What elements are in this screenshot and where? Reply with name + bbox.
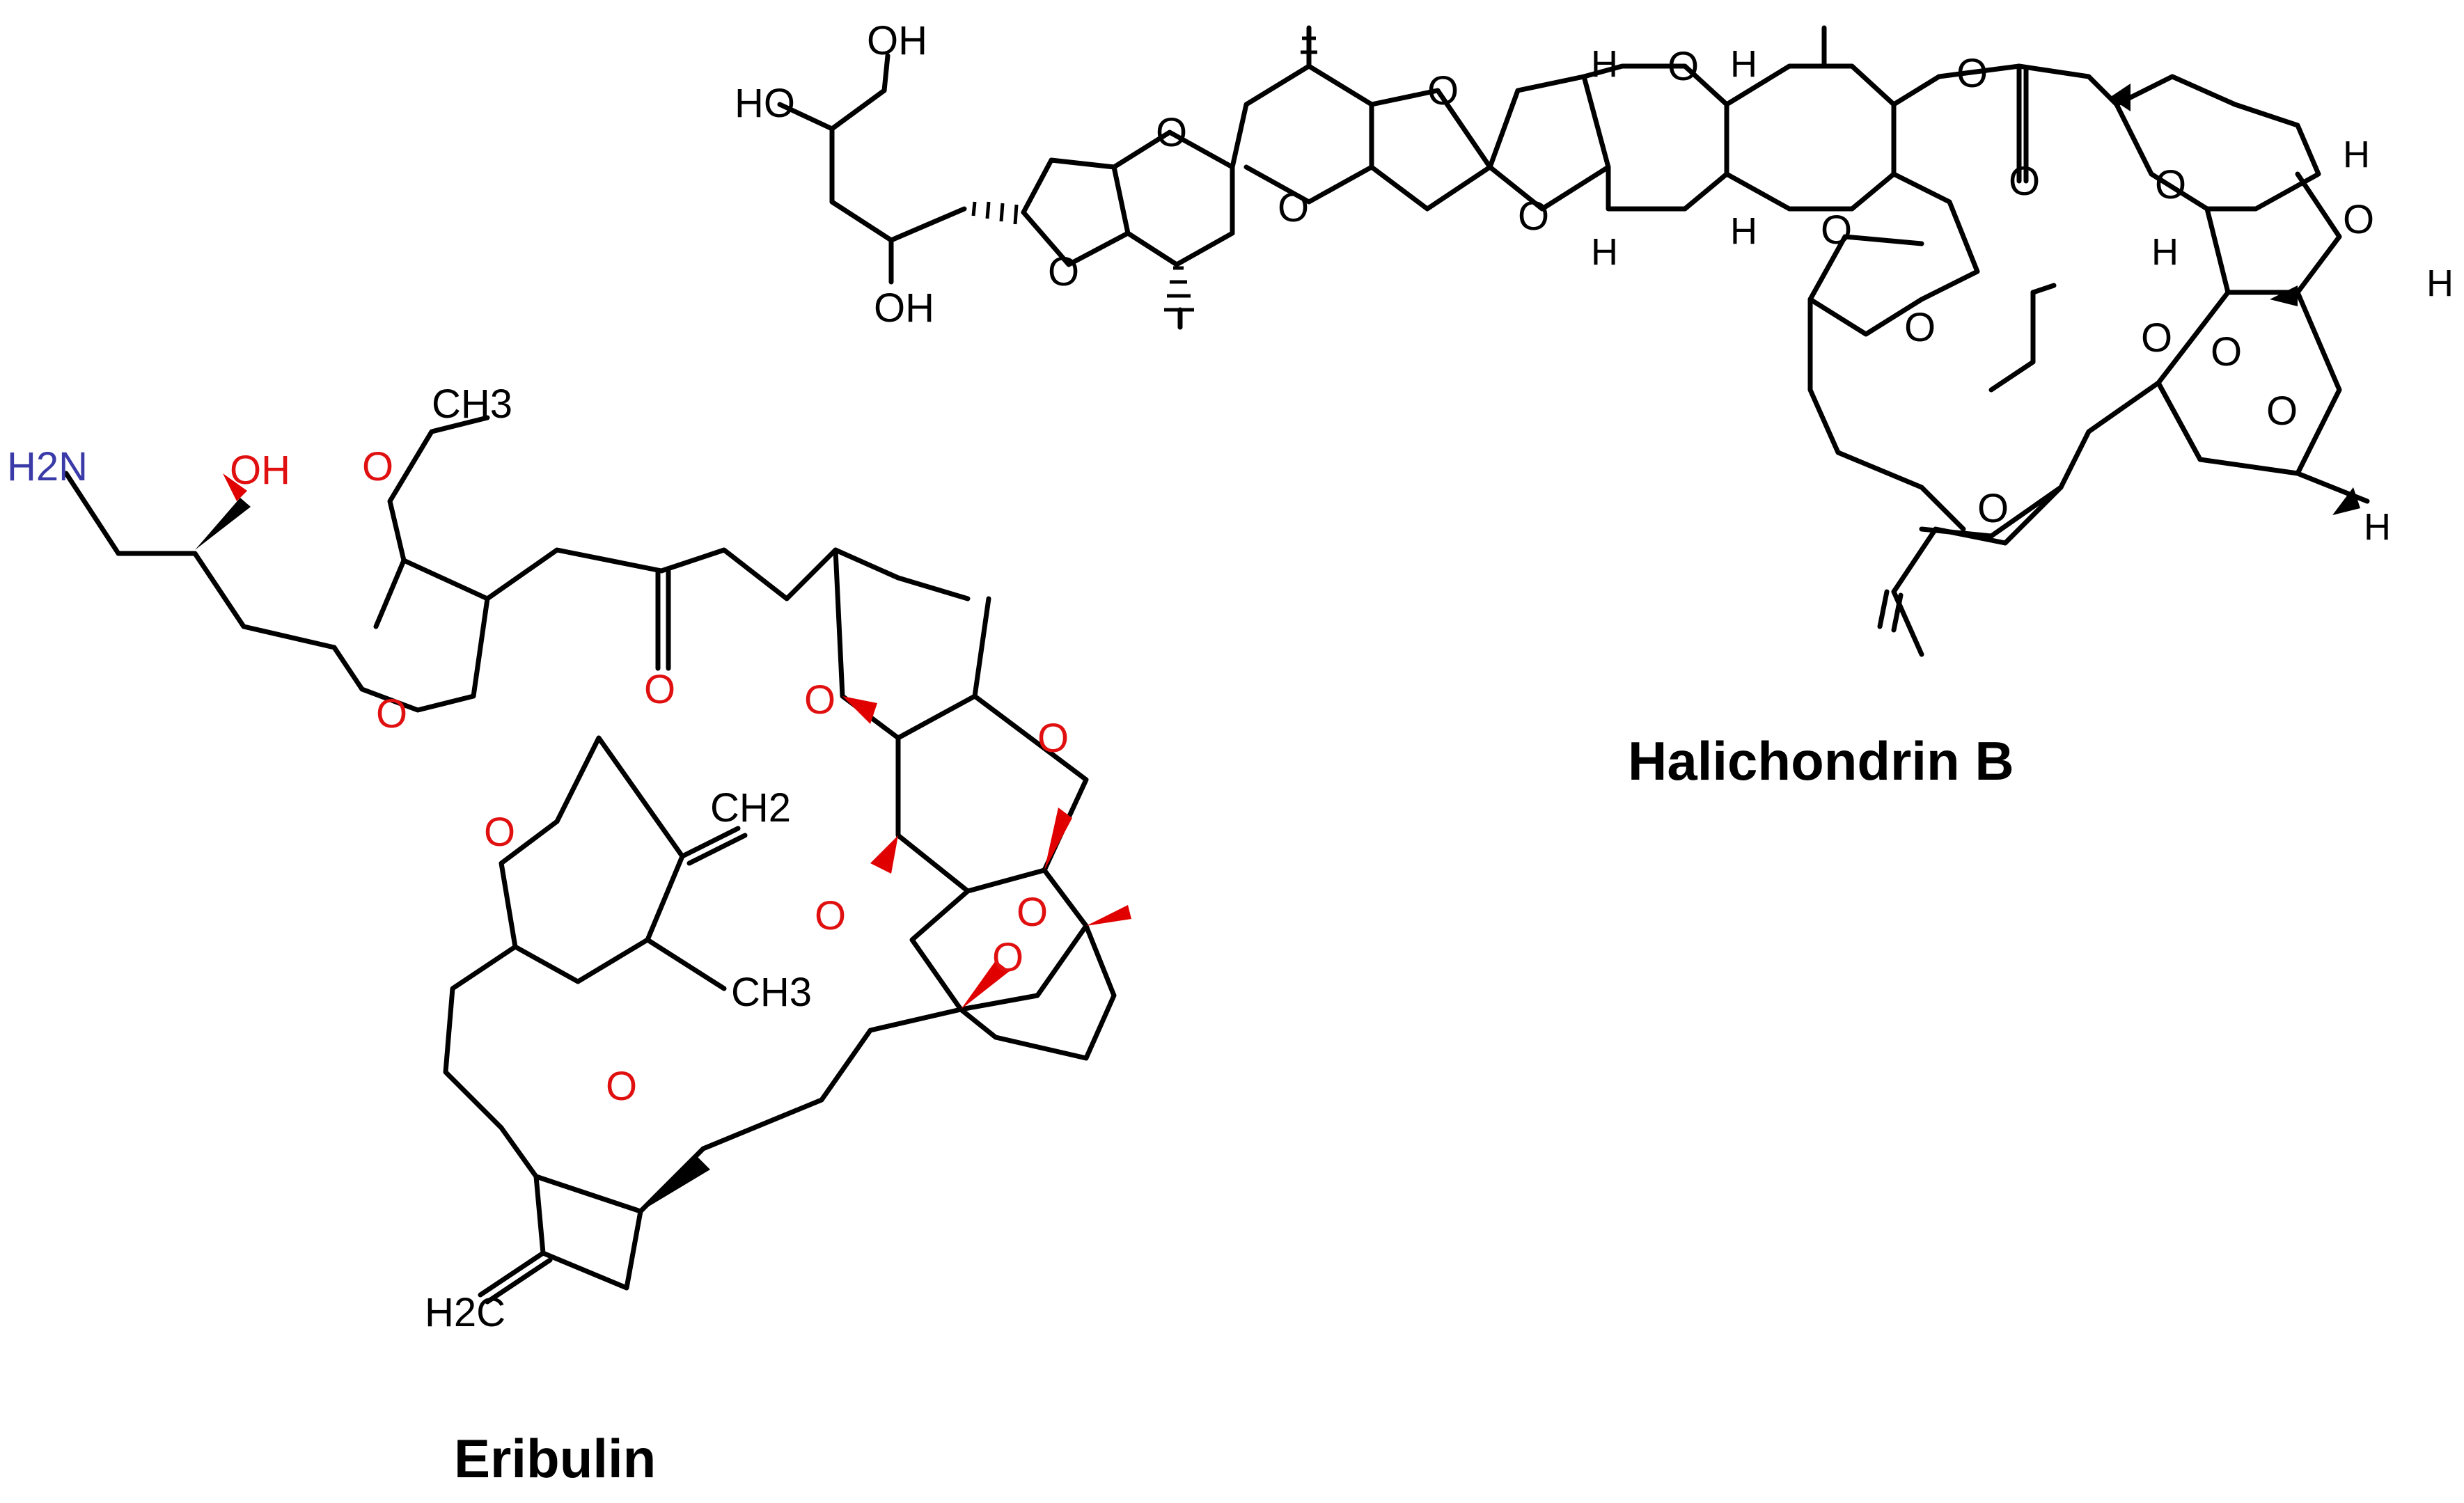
atom-label: H — [2364, 506, 2391, 548]
atom-label: O — [2266, 388, 2298, 434]
atom-label: O — [2141, 315, 2172, 361]
atom-label: O — [1821, 207, 1852, 253]
atom-label: O — [1427, 68, 1459, 113]
atom-label: H — [1730, 210, 1757, 252]
eribulin-atom-labels: H2N OH O CH3 O O O O CH2 O CH3 O O O O H… — [7, 381, 1069, 1335]
atom-label: O — [2211, 329, 2242, 375]
atom-label: CH2 — [710, 785, 791, 831]
atom-label: H2N — [7, 444, 88, 489]
atom-label: O — [1518, 194, 1549, 239]
atom-label: H — [1591, 43, 1618, 85]
atom-label: O — [362, 444, 393, 489]
atom-label: O — [2343, 197, 2374, 242]
compound-name-halichondrin-b: Halichondrin B — [1628, 730, 2014, 792]
atom-label: O — [992, 935, 1023, 980]
atom-label: O — [1037, 716, 1069, 761]
atom-label: CH3 — [731, 970, 812, 1015]
atom-label: H2C — [425, 1290, 505, 1335]
atom-label: O — [2155, 162, 2186, 207]
eribulin-structure — [63, 415, 1131, 1305]
atom-label: O — [804, 677, 835, 723]
compound-name-eribulin: Eribulin — [454, 1428, 657, 1489]
atom-label: HO — [735, 81, 795, 126]
halichondrin-b-structure — [777, 25, 2370, 657]
atom-label: O — [2009, 159, 2040, 204]
atom-label: H — [1730, 43, 1757, 85]
atom-label: O — [376, 691, 407, 737]
atom-label: O — [1956, 51, 1988, 96]
atom-label: OH — [230, 448, 290, 493]
atom-label: O — [1017, 890, 1048, 935]
atom-label: H — [2151, 231, 2179, 273]
atom-label: O — [484, 810, 515, 855]
atom-label: H — [1591, 231, 1618, 273]
atom-label: O — [1048, 249, 1079, 294]
atom-label: CH3 — [432, 381, 512, 427]
atom-label: O — [1904, 305, 1936, 350]
atom-label: O — [1278, 185, 1309, 230]
atom-label: O — [1977, 486, 2009, 531]
atom-label: OH — [867, 18, 927, 63]
atom-label: H — [2426, 262, 2454, 304]
halichondrin-b-atom-labels: OH HO OH O O O O O O O O O O O O O O O O… — [735, 18, 2454, 548]
atom-label: O — [1156, 110, 1187, 155]
atom-label: OH — [874, 285, 934, 331]
atom-label: H — [2343, 134, 2370, 175]
atom-label: O — [815, 893, 846, 938]
atom-label: O — [644, 667, 675, 712]
atom-label: O — [1667, 44, 1699, 89]
atom-label: O — [606, 1064, 637, 1109]
